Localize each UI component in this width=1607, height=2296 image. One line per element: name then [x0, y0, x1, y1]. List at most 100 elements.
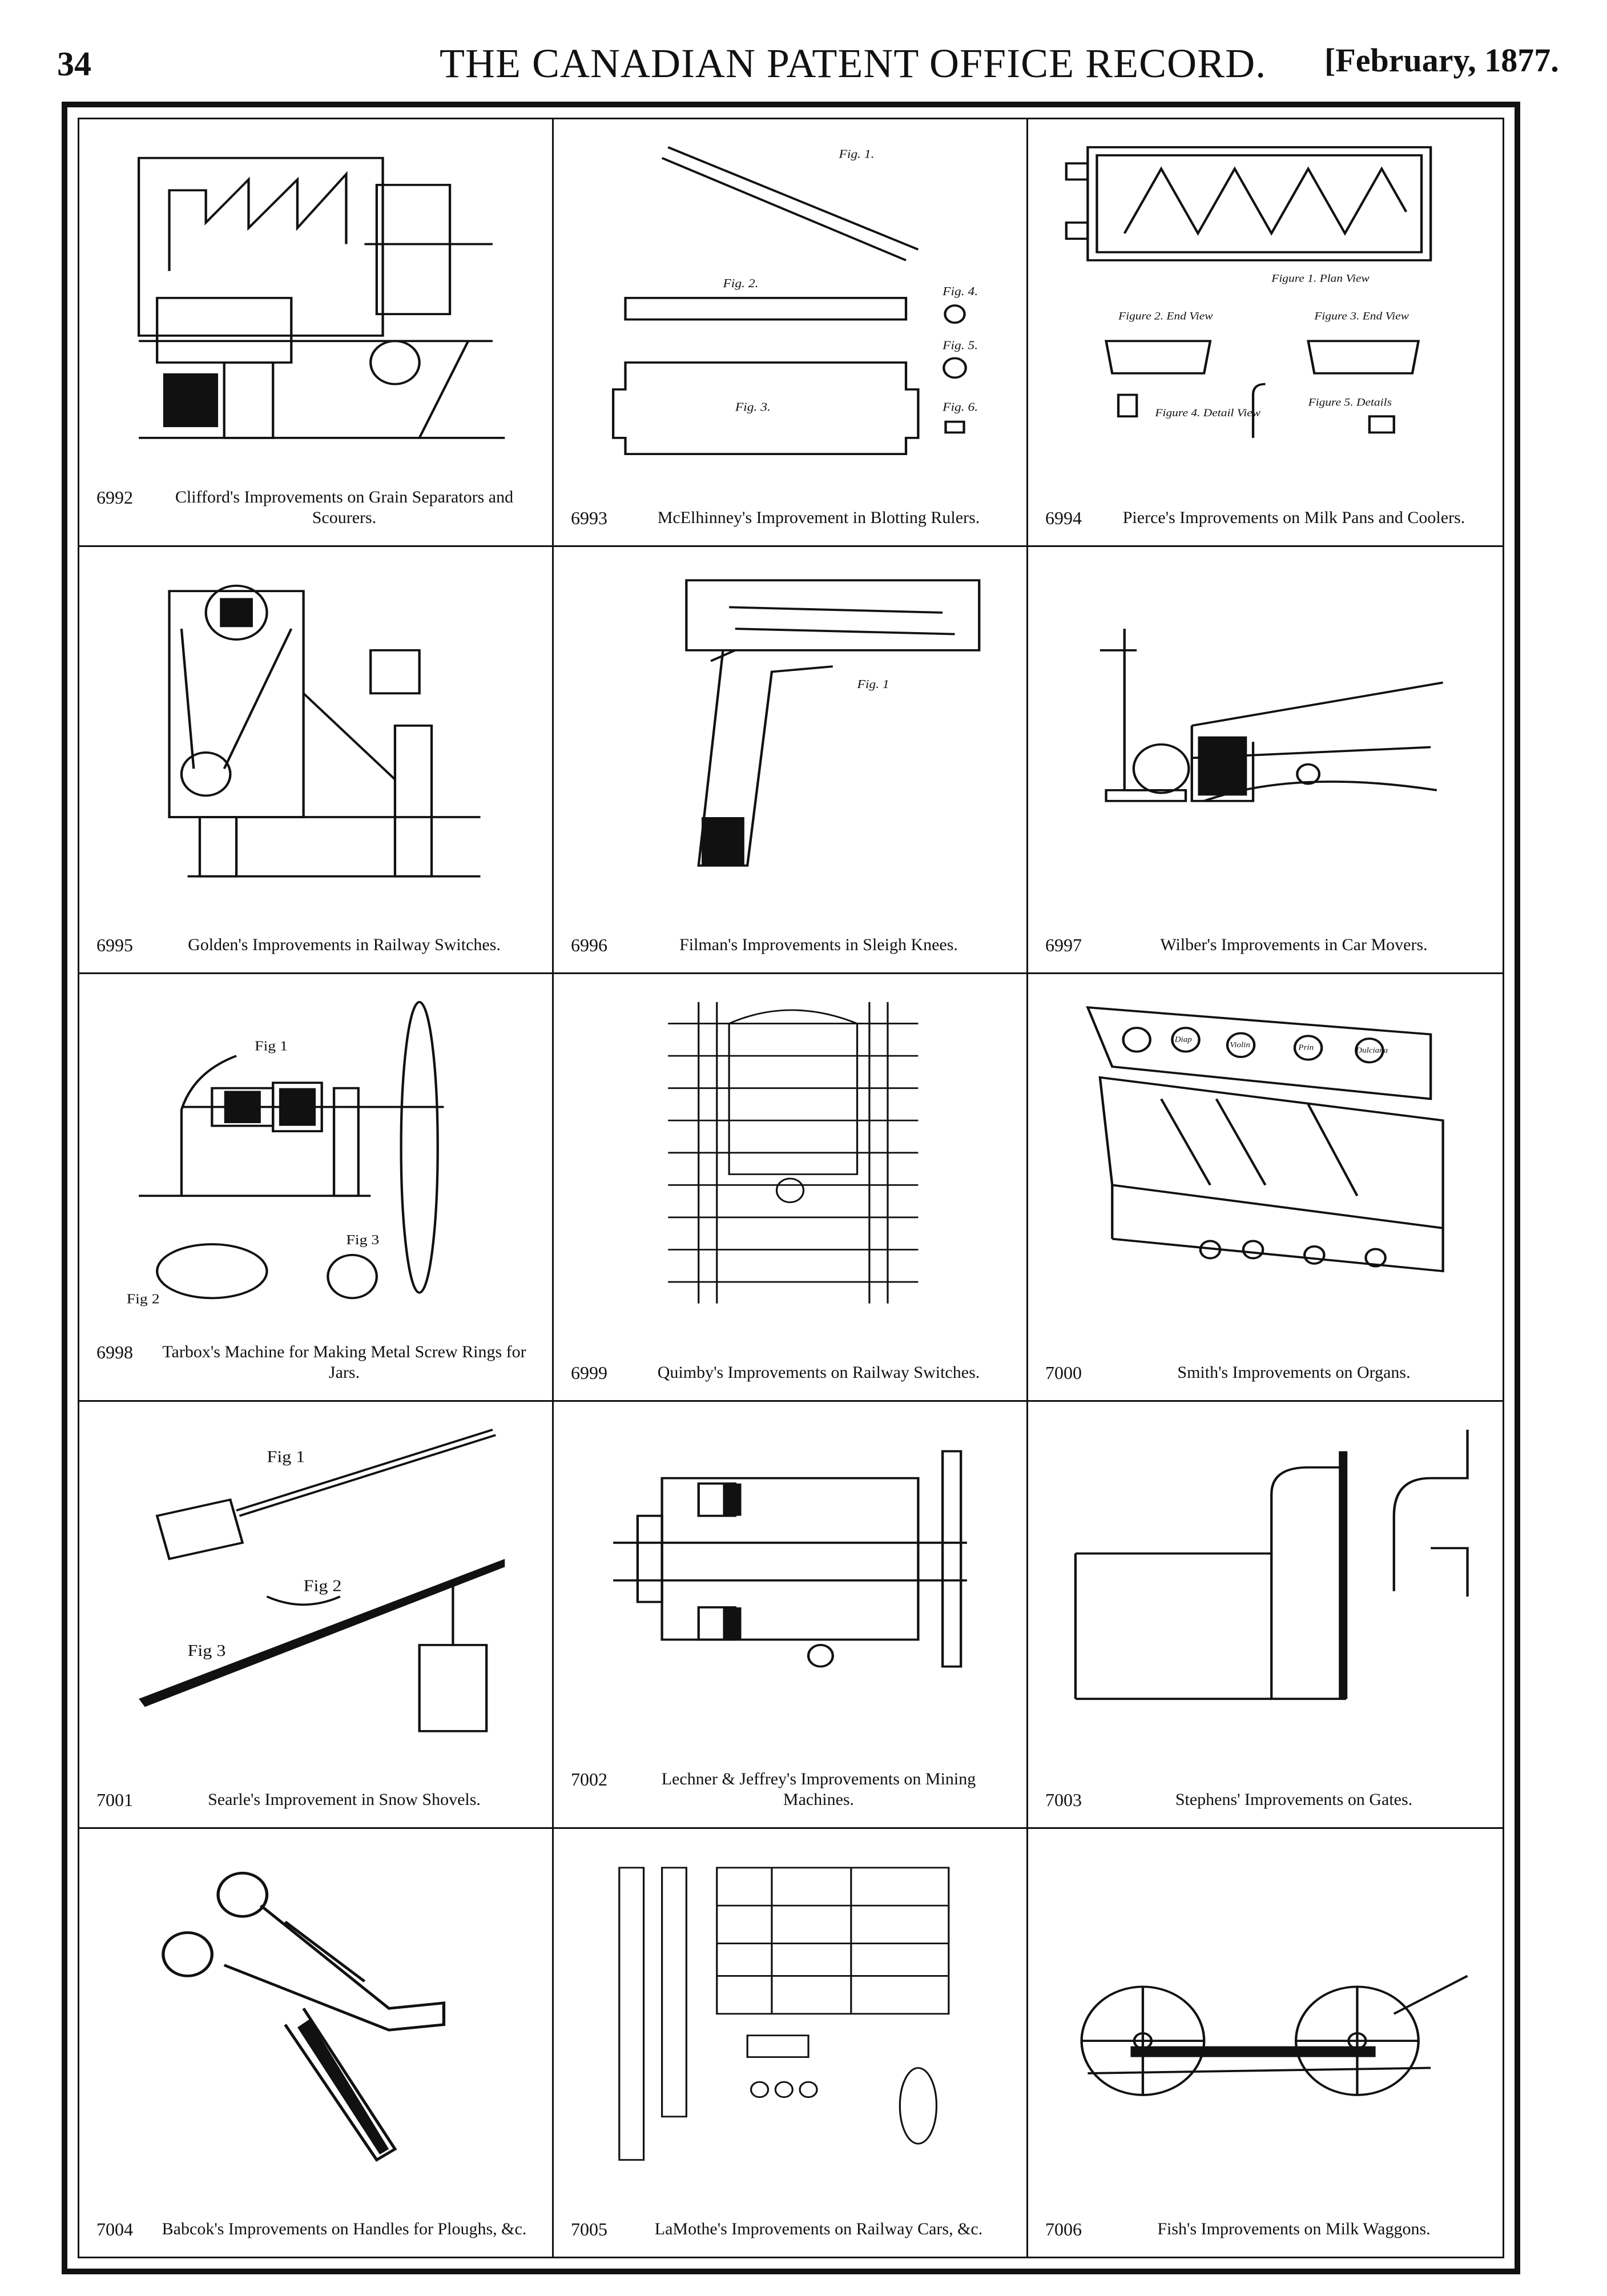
patent-caption: 6998 Tarbox's Machine for Making Metal S… [96, 1342, 535, 1383]
patent-cell-7006: 7006 Fish's Improvements on Milk Waggons… [1028, 1829, 1503, 2257]
fig-3-label: Fig. 3. [735, 400, 771, 413]
stop-label-dulciana: Dulciana [1355, 1046, 1388, 1055]
patent-drawing-milk-pan: Figure 1. Plan View Figure 2. End View F… [1051, 136, 1480, 460]
figure-5-label: Figure 5. Details [1308, 396, 1392, 408]
patent-drawing-gate [1051, 1419, 1480, 1742]
patent-cell-6998: Fig 1 Fig 2 Fig 3 6998 Tarbox's Machine … [79, 974, 554, 1402]
patent-cell-6995: 6995 Golden's Improvements in Railway Sw… [79, 546, 554, 975]
fig-5-label: Fig. 5. [942, 339, 978, 352]
page-number: 34 [57, 45, 91, 83]
patent-caption: 6992 Clifford's Improvements on Grain Se… [96, 487, 535, 528]
patent-number: 7000 [1045, 1362, 1082, 1383]
fig-1-label: Fig. 1. [838, 147, 874, 160]
journal-title: THE CANADIAN PATENT OFFICE RECORD. [440, 41, 1267, 86]
fig-2-label: Fig 2 [304, 1577, 342, 1595]
patent-drawing-mining-machine [577, 1419, 1004, 1742]
patent-drawing-grain-separator [102, 136, 529, 460]
patent-cell-7000: Diap Violin Prin Dulciana 7000 Smith's I… [1028, 974, 1503, 1402]
patent-title: Clifford's Improvements on Grain Separat… [175, 487, 514, 527]
patent-caption: 7002 Lechner & Jeffrey's Improvements on… [571, 1769, 1009, 1810]
patent-cell-6997: 6997 Wilber's Improvements in Car Movers… [1028, 547, 1503, 975]
fig-6-label: Fig. 6. [942, 400, 978, 413]
patent-number: 6995 [96, 935, 133, 956]
patent-title: Tarbox's Machine for Making Metal Screw … [162, 1342, 526, 1382]
issue-date: [February, 1877. [1324, 42, 1559, 79]
patent-number: 6992 [96, 486, 133, 508]
patent-caption: 6994 Pierce's Improvements on Milk Pans … [1045, 508, 1485, 528]
patent-cell-7005: 7005 LaMothe's Improvements on Railway C… [554, 1829, 1028, 2257]
patent-caption: 7003 Stephens' Improvements on Gates. [1045, 1790, 1485, 1810]
patent-number: 7006 [1045, 2218, 1082, 2239]
patent-grid-border: 6992 Clifford's Improvements on Grain Se… [78, 118, 1504, 2258]
patent-number: 6994 [1045, 507, 1082, 528]
stop-label-prin: Prin [1298, 1044, 1314, 1052]
patent-title: LaMothe's Improvements on Railway Cars, … [654, 2219, 983, 2238]
patent-cell-6996: Fig. 1 6996 Filman's Improvements in Sle… [554, 546, 1028, 975]
fig-2-label: Fig 2 [127, 1291, 160, 1306]
page-frame: 6992 Clifford's Improvements on Grain Se… [62, 102, 1520, 2274]
figure-1-label: Figure 1. Plan View [1271, 273, 1370, 285]
patent-cell-6999: 6999 Quimby's Improvements on Railway Sw… [554, 974, 1028, 1402]
patent-drawing-screw-ring-machine: Fig 1 Fig 2 Fig 3 [102, 991, 529, 1314]
patent-title: Quimby's Improvements on Railway Switche… [657, 1362, 980, 1382]
patent-title: Lechner & Jeffrey's Improvements on Mini… [661, 1770, 976, 1810]
patent-number: 7001 [96, 1790, 133, 1811]
patent-cell-6992: 6992 Clifford's Improvements on Grain Se… [79, 119, 554, 547]
patent-caption: 6995 Golden's Improvements in Railway Sw… [96, 935, 535, 955]
patent-caption: 7005 LaMothe's Improvements on Railway C… [571, 2219, 1009, 2239]
patent-title: Wilber's Improvements in Car Movers. [1160, 935, 1428, 955]
patent-caption: 6993 McElhinney's Improvement in Blottin… [571, 508, 1009, 528]
figure-2-label: Figure 2. End View [1118, 311, 1213, 323]
patent-caption: 7000 Smith's Improvements on Organs. [1045, 1362, 1485, 1383]
figure-3-label: Figure 3. End View [1314, 311, 1409, 323]
fig-3-label: Fig 3 [346, 1232, 379, 1248]
patent-drawing-blotting-ruler: Fig. 1. Fig. 2. Fig. 3. Fig. 4. Fig. 5. … [577, 136, 1004, 460]
fig-1-label: Fig. 1 [856, 677, 889, 690]
patent-title: Smith's Improvements on Organs. [1177, 1362, 1411, 1382]
patent-number: 6998 [96, 1341, 133, 1362]
patent-caption: 6996 Filman's Improvements in Sleigh Kne… [571, 935, 1009, 955]
patent-drawing-railway-car [577, 1846, 1004, 2171]
fig-1-label: Fig 1 [255, 1038, 288, 1053]
patent-grid: 6992 Clifford's Improvements on Grain Se… [79, 119, 1503, 2257]
patent-caption: 6997 Wilber's Improvements in Car Movers… [1045, 935, 1485, 955]
patent-title: Babcok's Improvements on Handles for Plo… [162, 2219, 527, 2238]
patent-drawing-sleigh-knee: Fig. 1 [577, 564, 1004, 887]
fig-4-label: Fig. 4. [942, 284, 978, 297]
patent-drawing-railway-switch [102, 564, 529, 887]
patent-number: 7005 [571, 2218, 607, 2239]
patent-caption: 6999 Quimby's Improvements on Railway Sw… [571, 1362, 1009, 1383]
fig-2-label: Fig. 2. [722, 276, 758, 289]
patent-title: Golden's Improvements in Railway Switche… [188, 935, 501, 955]
patent-cell-6993: Fig. 1. Fig. 2. Fig. 3. Fig. 4. Fig. 5. … [554, 119, 1028, 547]
stop-label-violin: Violin [1230, 1041, 1250, 1050]
patent-cell-7003: 7003 Stephens' Improvements on Gates. [1028, 1402, 1503, 1829]
patent-title: McElhinney's Improvement in Blotting Rul… [657, 508, 980, 527]
patent-number: 6996 [571, 935, 607, 956]
patent-title: Filman's Improvements in Sleigh Knees. [679, 935, 958, 955]
patent-number: 7003 [1045, 1790, 1082, 1811]
figure-4-label: Figure 4. Detail View [1154, 407, 1260, 419]
patent-cell-6994: Figure 1. Plan View Figure 2. End View F… [1028, 119, 1503, 547]
patent-title: Searle's Improvement in Snow Shovels. [208, 1790, 481, 1810]
patent-drawing-car-mover [1051, 564, 1480, 887]
patent-title: Fish's Improvements on Milk Waggons. [1157, 2219, 1431, 2238]
patent-title: Stephens' Improvements on Gates. [1175, 1790, 1413, 1810]
patent-cell-7001: Fig 1 Fig 2 Fig 3 7001 Searle's Improvem… [79, 1401, 554, 1829]
patent-title: Pierce's Improvements on Milk Pans and C… [1122, 508, 1465, 527]
page-header: 34 THE CANADIAN PATENT OFFICE RECORD. [F… [0, 0, 1607, 97]
patent-drawing-milk-waggon [1051, 1846, 1480, 2171]
patent-cell-7004: 7004 Babcok's Improvements on Handles fo… [79, 1829, 554, 2257]
fig-1-label: Fig 1 [267, 1447, 305, 1466]
patent-drawing-plough-handle [102, 1846, 529, 2171]
patent-number: 6997 [1045, 935, 1082, 956]
patent-drawing-organ: Diap Violin Prin Dulciana [1051, 991, 1480, 1314]
patent-number: 6999 [571, 1362, 607, 1383]
stop-label-diap: Diap [1174, 1036, 1192, 1044]
patent-cell-7002: 7002 Lechner & Jeffrey's Improvements on… [554, 1401, 1028, 1829]
patent-caption: 7006 Fish's Improvements on Milk Waggons… [1045, 2219, 1485, 2239]
patent-caption: 7004 Babcok's Improvements on Handles fo… [96, 2219, 535, 2239]
patent-number: 7004 [96, 2218, 133, 2239]
patent-number: 6993 [571, 507, 607, 528]
patent-drawing-snow-shovel: Fig 1 Fig 2 Fig 3 [102, 1419, 529, 1742]
